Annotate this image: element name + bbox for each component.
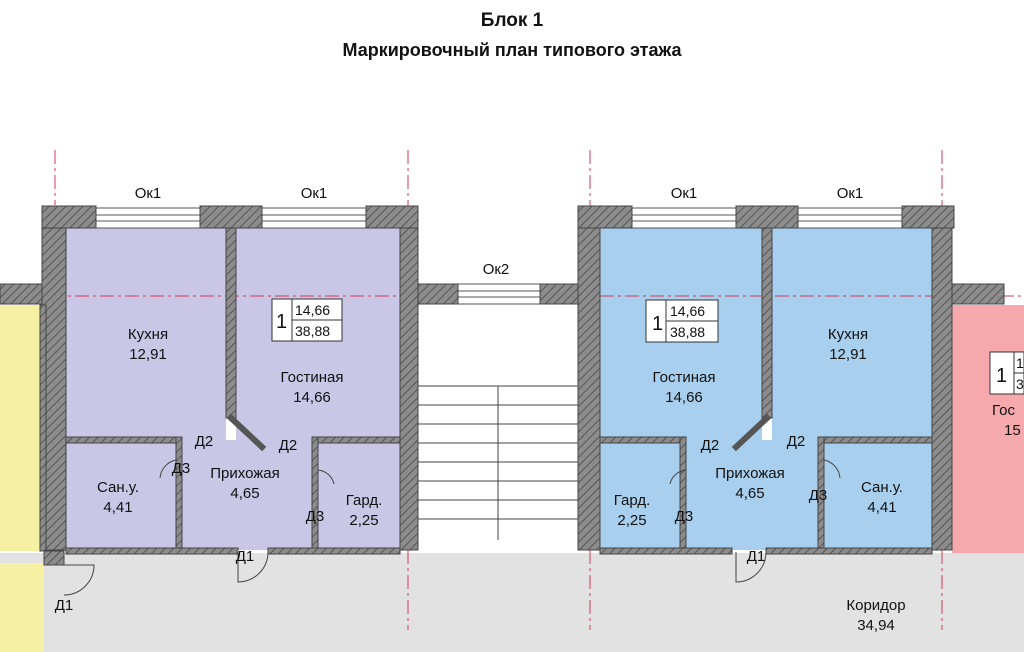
apartment-number: 1 <box>652 313 663 335</box>
room-area: 14,66 <box>293 389 331 406</box>
room-area: 14,66 <box>665 389 703 406</box>
plan-title: Блок 1 <box>480 10 544 31</box>
room-area: 4,65 <box>735 485 764 502</box>
door-label: Д3 <box>172 460 191 477</box>
room-area: 15 <box>1004 422 1021 439</box>
room-name: Прихожая <box>715 465 785 482</box>
living-area: 1 <box>1016 355 1024 371</box>
room-name: Гард. <box>614 492 651 509</box>
room-name: Прихожая <box>210 465 280 482</box>
side-apartment-yellow-lower <box>0 563 44 652</box>
window-label: Ок1 <box>837 185 864 202</box>
room-name: Гард. <box>346 492 383 509</box>
left-lower-floor <box>66 440 400 550</box>
apartment-number: 1 <box>276 311 287 333</box>
room-name: Гос <box>992 402 1015 419</box>
door-label: Д2 <box>195 433 214 450</box>
room-name: Гостиная <box>653 369 716 386</box>
door-label: Д3 <box>675 508 694 525</box>
right-kitchen-floor <box>772 228 932 440</box>
room-area: 4,41 <box>103 499 132 516</box>
side-apartment-yellow <box>0 305 40 551</box>
room-area: 2,25 <box>349 512 378 529</box>
room-name: Сан.у. <box>97 479 139 496</box>
room-area: 34,94 <box>857 617 895 634</box>
door-label: Д2 <box>787 433 806 450</box>
total-area: 3 <box>1016 376 1024 392</box>
door-label: Д1 <box>236 548 255 565</box>
room-area: 4,65 <box>230 485 259 502</box>
windows <box>95 207 903 305</box>
window-label: Ок2 <box>483 261 510 278</box>
right-lower-floor <box>600 440 932 550</box>
staircase <box>418 385 578 540</box>
door-label: Д2 <box>279 437 298 454</box>
left-kitchen-floor <box>66 228 226 440</box>
room-area: 12,91 <box>829 346 867 363</box>
total-area: 38,88 <box>670 324 705 340</box>
badge-dividers <box>291 299 1024 394</box>
door-label: Д1 <box>747 548 766 565</box>
room-name: Гостиная <box>281 369 344 386</box>
room-name: Кухня <box>828 326 868 343</box>
window-label: Ок1 <box>671 185 698 202</box>
door-label: Д1 <box>55 597 74 614</box>
living-area: 14,66 <box>670 303 705 319</box>
living-area: 14,66 <box>295 302 330 318</box>
room-area: 12,91 <box>129 346 167 363</box>
neighbor-apartment-pink <box>952 305 1024 553</box>
walls <box>0 205 1005 566</box>
door-label: Д3 <box>809 487 828 504</box>
plan-subtitle: Маркировочный план типового этажа <box>342 40 682 60</box>
window-label: Ок1 <box>135 185 162 202</box>
room-name: Кухня <box>128 326 168 343</box>
door-label: Д2 <box>701 437 720 454</box>
room-area: 2,25 <box>617 512 646 529</box>
total-area: 38,88 <box>295 323 330 339</box>
corridor-floor <box>0 553 1024 652</box>
window-label: Ок1 <box>301 185 328 202</box>
door-swings <box>63 459 841 596</box>
diagonal-partitions <box>226 413 772 452</box>
apartment-number: 1 <box>996 365 1007 387</box>
room-name: Сан.у. <box>861 479 903 496</box>
room-name: Коридор <box>846 597 905 614</box>
door-label: Д3 <box>306 508 325 525</box>
room-area: 4,41 <box>867 499 896 516</box>
